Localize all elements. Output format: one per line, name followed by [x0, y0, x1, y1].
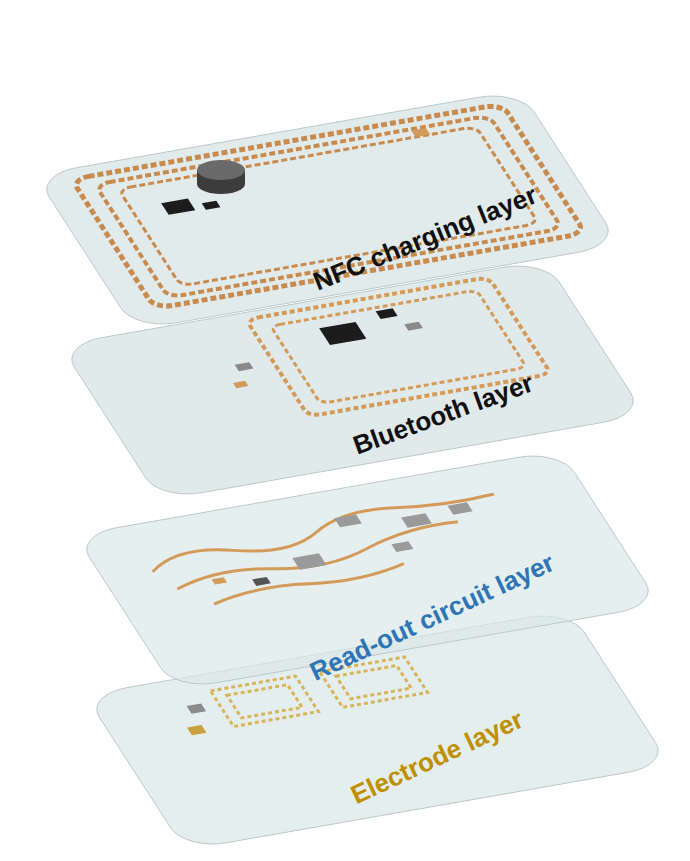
nfc-plate [35, 90, 620, 330]
coin-battery [197, 160, 245, 194]
